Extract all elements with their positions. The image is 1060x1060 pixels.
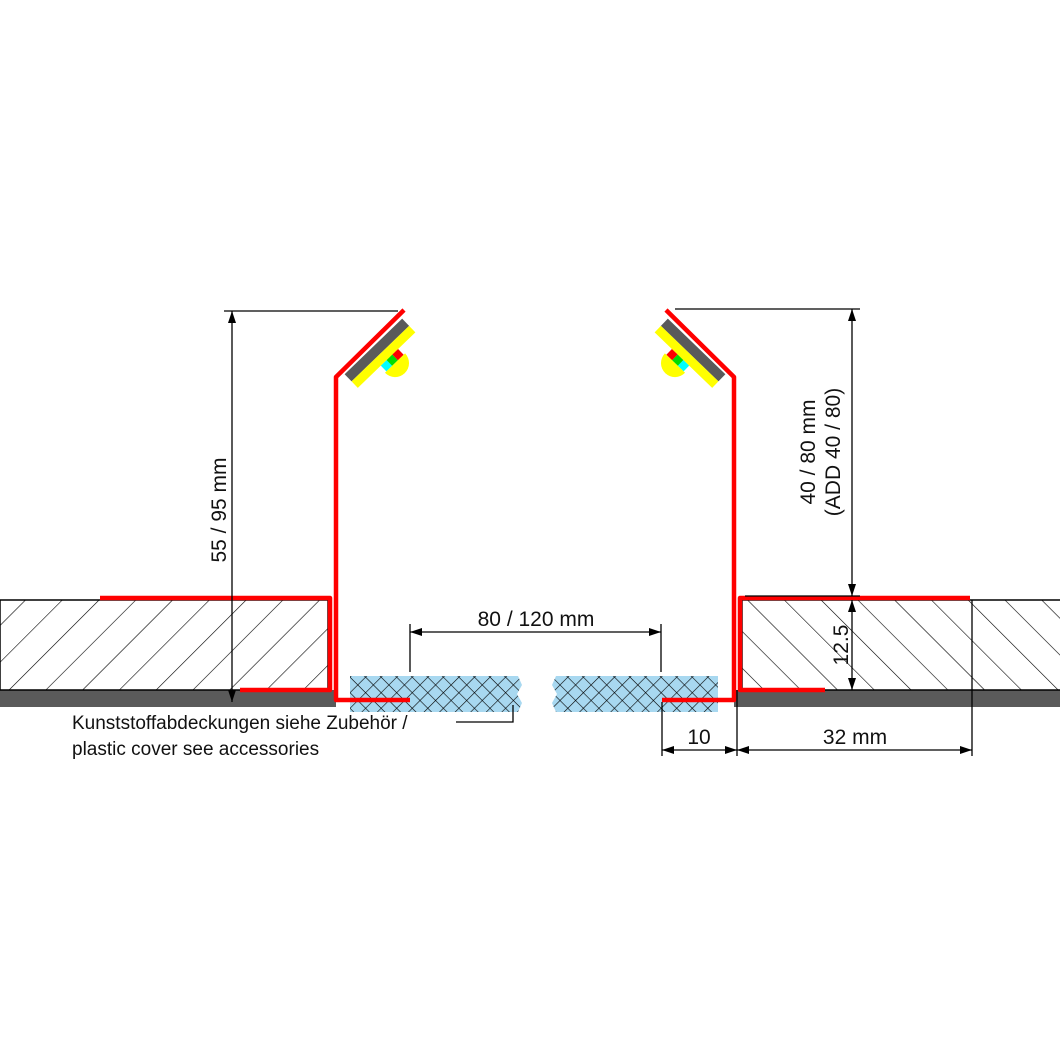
dim-left-height-label: 55 / 95 mm	[208, 457, 231, 562]
led-module-right	[654, 318, 726, 388]
dim-right-height-label-1: 40 / 80 mm	[797, 399, 820, 504]
dim-right-height-label-2: (ADD 40 / 80)	[822, 388, 845, 516]
board-right	[741, 599, 1060, 691]
ceiling-base-left	[0, 690, 336, 707]
profile-left-flange	[100, 595, 333, 693]
led-module-left	[344, 318, 416, 388]
dim-board-thickness-label: 12.5	[830, 625, 853, 666]
plastic-cover-right	[552, 676, 718, 712]
dim-offset-label: 10	[687, 726, 710, 749]
ceiling-base-right	[734, 690, 1060, 707]
profile-right-flange	[737, 595, 970, 693]
note-leader-line	[456, 705, 514, 723]
dim-flange-label: 32 mm	[823, 726, 887, 749]
note-line-1: Kunststoffabdeckungen siehe Zubehör /	[72, 713, 408, 734]
profile-left-main	[333, 308, 410, 703]
board-left	[0, 599, 329, 691]
note-line-2: plastic cover see accessories	[72, 739, 319, 760]
dim-opening-label: 80 / 120 mm	[478, 608, 595, 631]
profile-right-main	[662, 308, 737, 703]
plastic-cover-left	[350, 676, 522, 712]
